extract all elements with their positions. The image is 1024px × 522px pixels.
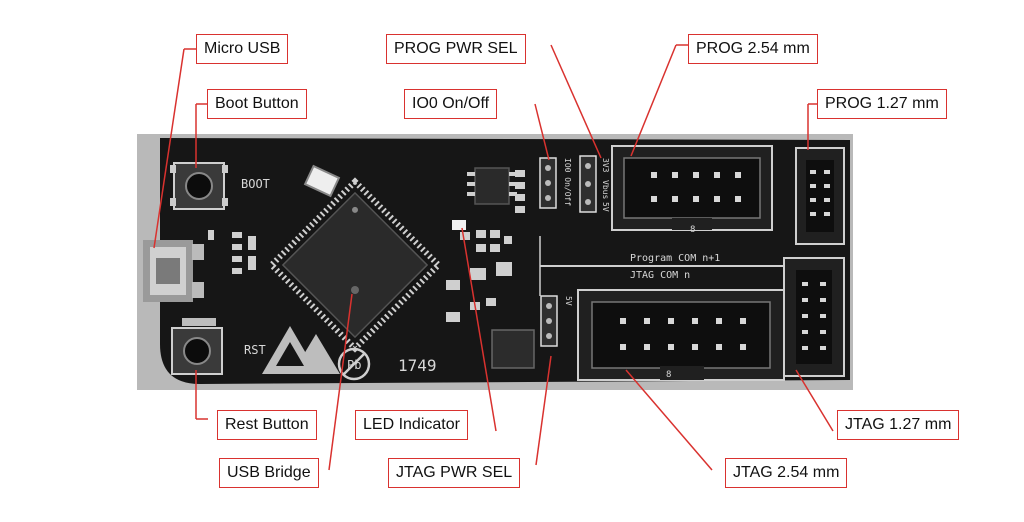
prog-127-header (795, 147, 845, 245)
crystal-part (303, 164, 341, 198)
soic-chip (467, 167, 517, 205)
chip-marker (351, 286, 359, 294)
passives-mid (446, 170, 525, 322)
prog-254-header: 8 (611, 145, 773, 235)
callout-rest-button: Rest Button (217, 410, 317, 440)
silk-program-com: Program COM n+1 (630, 253, 720, 264)
silk-3v3: 3V3 (601, 158, 610, 173)
callout-jtag-254: JTAG 2.54 mm (725, 458, 848, 488)
silk-boot: BOOT (241, 177, 270, 191)
regulator-chip (491, 329, 535, 369)
esd-symbol (262, 326, 340, 374)
leader-lines (153, 44, 834, 471)
silk-prog-pin: 8 (690, 225, 695, 235)
callout-jtag-127: JTAG 1.27 mm (837, 410, 960, 440)
silk-5v: 5V (601, 202, 610, 212)
jtag-127-header (783, 257, 845, 377)
jtag-pwr-jumper (540, 295, 558, 347)
silk-jtag-com: JTAG COM n (630, 270, 690, 281)
callout-prog-127: PROG 1.27 mm (817, 89, 947, 119)
callout-boot-button: Boot Button (207, 89, 307, 119)
silk-io0: IO0 On/Off (563, 158, 572, 206)
silk-jtag-pin: 8 (666, 370, 671, 380)
silk-rst: RST (244, 343, 266, 357)
prog-pwr-jumper (579, 155, 597, 213)
passives-left (208, 230, 256, 274)
callout-prog-pwr-sel: PROG PWR SEL (386, 34, 526, 64)
callout-prog-254: PROG 2.54 mm (688, 34, 818, 64)
io0-jumper (539, 157, 557, 209)
boot-button-part (170, 162, 228, 210)
callout-led-indicator: LED Indicator (355, 410, 468, 440)
callout-usb-bridge: USB Bridge (219, 458, 319, 488)
silk-pb: Pb (347, 358, 361, 372)
callout-jtag-pwr-sel: JTAG PWR SEL (388, 458, 521, 488)
silk-vbus: Vbus (601, 180, 610, 199)
micro-usb-connector (143, 240, 204, 302)
callout-micro-usb: Micro USB (196, 34, 289, 64)
reset-button-part (171, 318, 223, 375)
callout-io0-on-off: IO0 On/Off (404, 89, 498, 119)
usb-bridge-chip (267, 177, 443, 353)
led-indicator-part (452, 220, 466, 230)
silk-jtag-5v: 5V (564, 296, 573, 306)
silk-date-code: 1749 (398, 356, 437, 375)
jtag-254-header: 8 (577, 289, 785, 381)
pb-free-mark: Pb (337, 347, 371, 381)
